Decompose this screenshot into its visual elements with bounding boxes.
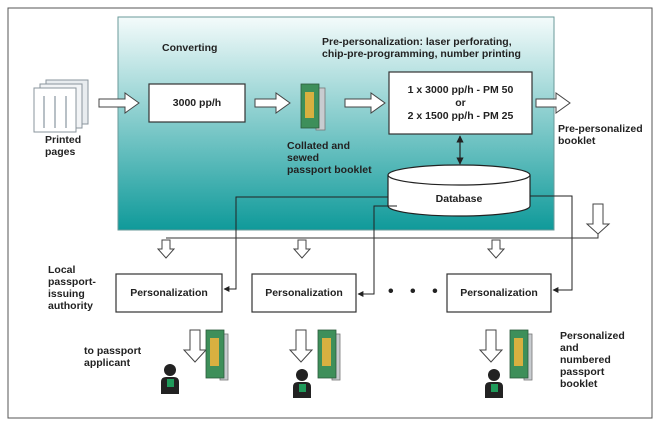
flow-arrow-icon [478, 329, 504, 363]
flow-arrow-icon [98, 92, 140, 114]
personalization-box-3 [446, 273, 552, 313]
flow-arrow-icon [535, 92, 571, 114]
flow-arrow-icon [585, 203, 611, 235]
personalization-label-3: Personalization [460, 286, 538, 299]
local-authority-label: Local passport- issuing authority [48, 264, 96, 312]
passport-booklet-icon [317, 329, 341, 381]
database-label: Database [435, 192, 483, 205]
person-icon [161, 364, 179, 394]
person-icon [293, 369, 311, 398]
flow-arrow-icon [344, 92, 386, 114]
personalized-booklet-label: Personalized and numbered passport bookl… [560, 330, 625, 390]
passport-booklet-icon [509, 329, 533, 381]
database-connectors [223, 195, 573, 297]
prepersonalized-booklet-label: Pre-personalized booklet [558, 123, 643, 147]
converting-label: Converting [162, 42, 218, 54]
stacked-pages-icon [33, 79, 89, 133]
flow-arrow-icon [182, 329, 208, 363]
ellipsis: • • • [388, 283, 444, 300]
flow-arrow-icon [288, 329, 314, 363]
personalization-box-2 [251, 273, 357, 313]
personalization-label-2: Personalization [265, 286, 343, 299]
personalization-box-1 [115, 273, 223, 313]
flow-arrow-icon [292, 239, 312, 259]
pm-rates-box [388, 71, 533, 135]
flow-arrow-icon [254, 92, 291, 114]
passport-booklet-icon [300, 83, 326, 131]
to-applicant-label: to passport applicant [84, 345, 142, 369]
collated-booklet-label: Collated and sewed passport booklet [287, 140, 372, 176]
pm-rates-text: 1 x 3000 pp/h - PM 50 or 2 x 1500 pp/h -… [407, 83, 514, 122]
database-cylinder [387, 164, 531, 217]
prepersonalization-label: Pre-personalization: laser perforating, … [322, 36, 521, 60]
passport-booklet-icon [205, 329, 229, 381]
flow-arrow-icon [156, 239, 176, 259]
personalization-label-1: Personalization [130, 286, 208, 299]
converting-rate-box [148, 83, 246, 123]
distribution-line [166, 234, 599, 239]
person-icon [485, 369, 503, 398]
converting-rate-text: 3000 pp/h [172, 96, 222, 109]
flow-arrow-icon [486, 239, 506, 259]
printed-pages-label: Printed pages [45, 134, 82, 158]
